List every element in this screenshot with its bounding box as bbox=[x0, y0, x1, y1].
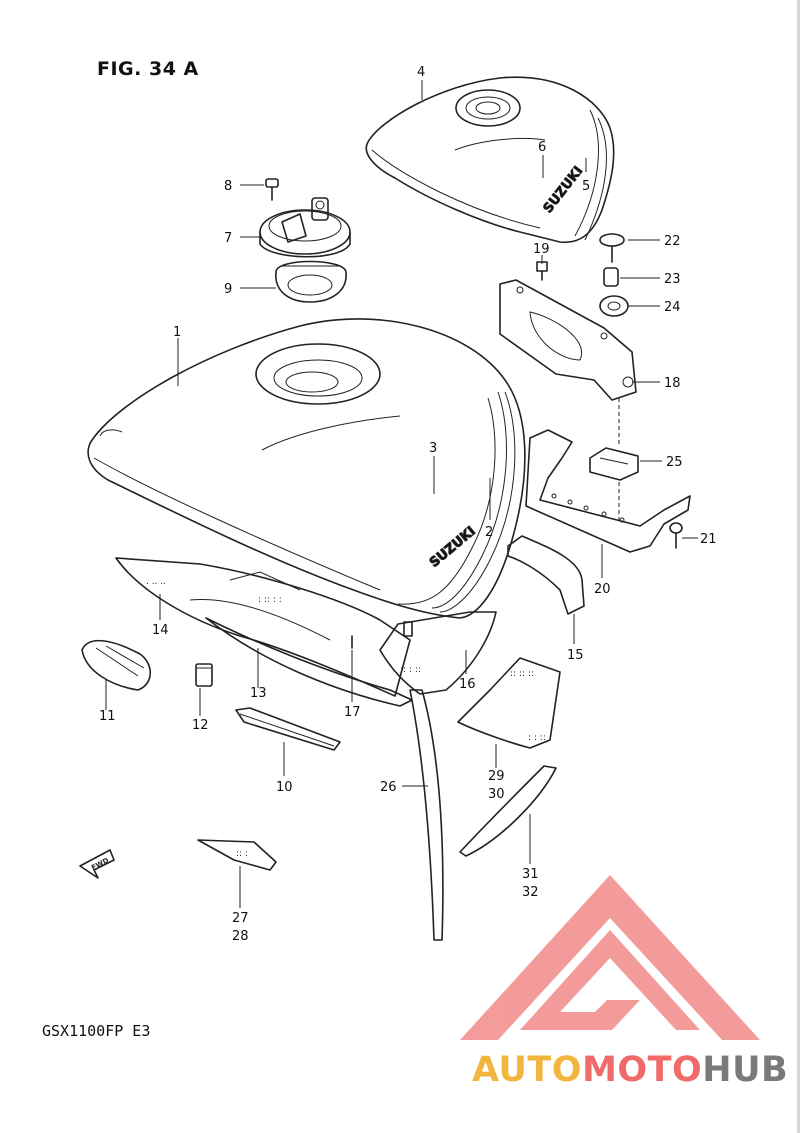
part-damper-25 bbox=[589, 447, 639, 481]
callout-6: 6 bbox=[538, 140, 546, 155]
part-decal-16: :: : :: bbox=[379, 611, 497, 695]
svg-text::: :: ::: :: :: :: bbox=[510, 669, 534, 679]
callout-1: 1 bbox=[173, 325, 181, 340]
callout-30: 30 bbox=[488, 787, 505, 802]
callout-2: 2 bbox=[485, 525, 493, 540]
callout-23: 23 bbox=[664, 272, 681, 287]
watermark-part-hub: HUB bbox=[702, 1050, 789, 1090]
figure-title: FIG. 34 A bbox=[97, 58, 199, 80]
part-cushion-12 bbox=[195, 663, 213, 687]
callout-21: 21 bbox=[700, 532, 717, 547]
callout-29: 29 bbox=[488, 769, 505, 784]
watermark-text: AUTOMOTOHUB bbox=[472, 1050, 788, 1090]
callout-13: 13 bbox=[250, 686, 267, 701]
watermark-logo-icon bbox=[460, 875, 760, 1040]
callout-19: 19 bbox=[533, 242, 550, 257]
part-grommet-24 bbox=[599, 295, 629, 317]
part-tank-rear-bracket bbox=[499, 279, 637, 401]
part-front-bracket-20 bbox=[525, 429, 691, 553]
part-tank-cover: SUZUKI bbox=[365, 76, 615, 244]
callout-26: 26 bbox=[380, 780, 397, 795]
watermark-part-moto: MOTO bbox=[582, 1050, 703, 1090]
part-fuel-cap bbox=[259, 197, 351, 258]
part-decal-27-28: :: : bbox=[197, 839, 277, 871]
callout-3: 3 bbox=[429, 441, 437, 456]
watermark-part-auto: AUTO bbox=[472, 1050, 583, 1090]
callout-22: 22 bbox=[664, 234, 681, 249]
part-decal-13 bbox=[205, 617, 413, 707]
callout-12: 12 bbox=[192, 718, 209, 733]
part-cap-gasket bbox=[275, 260, 347, 303]
callout-8: 8 bbox=[224, 179, 232, 194]
callout-11: 11 bbox=[99, 709, 116, 724]
svg-text::: : ::: :: : :: bbox=[400, 665, 421, 675]
part-decal-14: . .. .. : :: : : bbox=[115, 557, 411, 697]
part-decal-29-30: :: :: :: : : :: bbox=[457, 657, 561, 749]
tank-logo-text: SUZUKI bbox=[427, 524, 479, 571]
part-side-cover-15 bbox=[507, 535, 585, 615]
callout-16: 16 bbox=[459, 677, 476, 692]
leader-lines bbox=[105, 80, 698, 908]
cover-logo-text: SUZUKI bbox=[541, 164, 587, 216]
forward-arrow-icon: FWD bbox=[79, 849, 115, 879]
callout-5: 5 bbox=[582, 179, 590, 194]
callout-25: 25 bbox=[666, 455, 683, 470]
callout-24: 24 bbox=[664, 300, 681, 315]
callout-31: 31 bbox=[522, 867, 539, 882]
part-collar-23 bbox=[603, 267, 619, 287]
callout-9: 9 bbox=[224, 282, 232, 297]
page-edge bbox=[797, 0, 800, 1133]
part-bolt-19 bbox=[536, 261, 548, 281]
part-cap-bolt bbox=[265, 178, 279, 201]
svg-text::: :: :: : bbox=[236, 849, 248, 859]
part-fuel-tank: SUZUKI bbox=[87, 318, 526, 619]
callout-32: 32 bbox=[522, 885, 539, 900]
callout-15: 15 bbox=[567, 648, 584, 663]
part-rubber-11 bbox=[81, 639, 152, 691]
callout-14: 14 bbox=[152, 623, 169, 638]
callout-7: 7 bbox=[224, 231, 232, 246]
svg-text:: : ::: : : :: bbox=[528, 733, 546, 743]
svg-text:. .. ..: . .. .. bbox=[146, 577, 166, 587]
callout-18: 18 bbox=[664, 376, 681, 391]
part-strip-10 bbox=[235, 707, 341, 751]
callout-27: 27 bbox=[232, 911, 249, 926]
part-seal-26 bbox=[409, 689, 444, 941]
part-bolt-21 bbox=[669, 522, 683, 549]
svg-text:: :: : :: : :: : : bbox=[258, 595, 282, 605]
callout-28: 28 bbox=[232, 929, 249, 944]
callout-20: 20 bbox=[594, 582, 611, 597]
part-bolt-22 bbox=[599, 233, 625, 263]
callout-17: 17 bbox=[344, 705, 361, 720]
callout-labels: 4 6 5 8 7 9 1 3 2 19 22 23 24 18 25 21 2… bbox=[99, 65, 717, 944]
callout-4: 4 bbox=[417, 65, 425, 80]
callout-10: 10 bbox=[276, 780, 293, 795]
model-code: GSX1100FP E3 bbox=[42, 1022, 151, 1040]
part-decal-31-32 bbox=[459, 765, 557, 857]
